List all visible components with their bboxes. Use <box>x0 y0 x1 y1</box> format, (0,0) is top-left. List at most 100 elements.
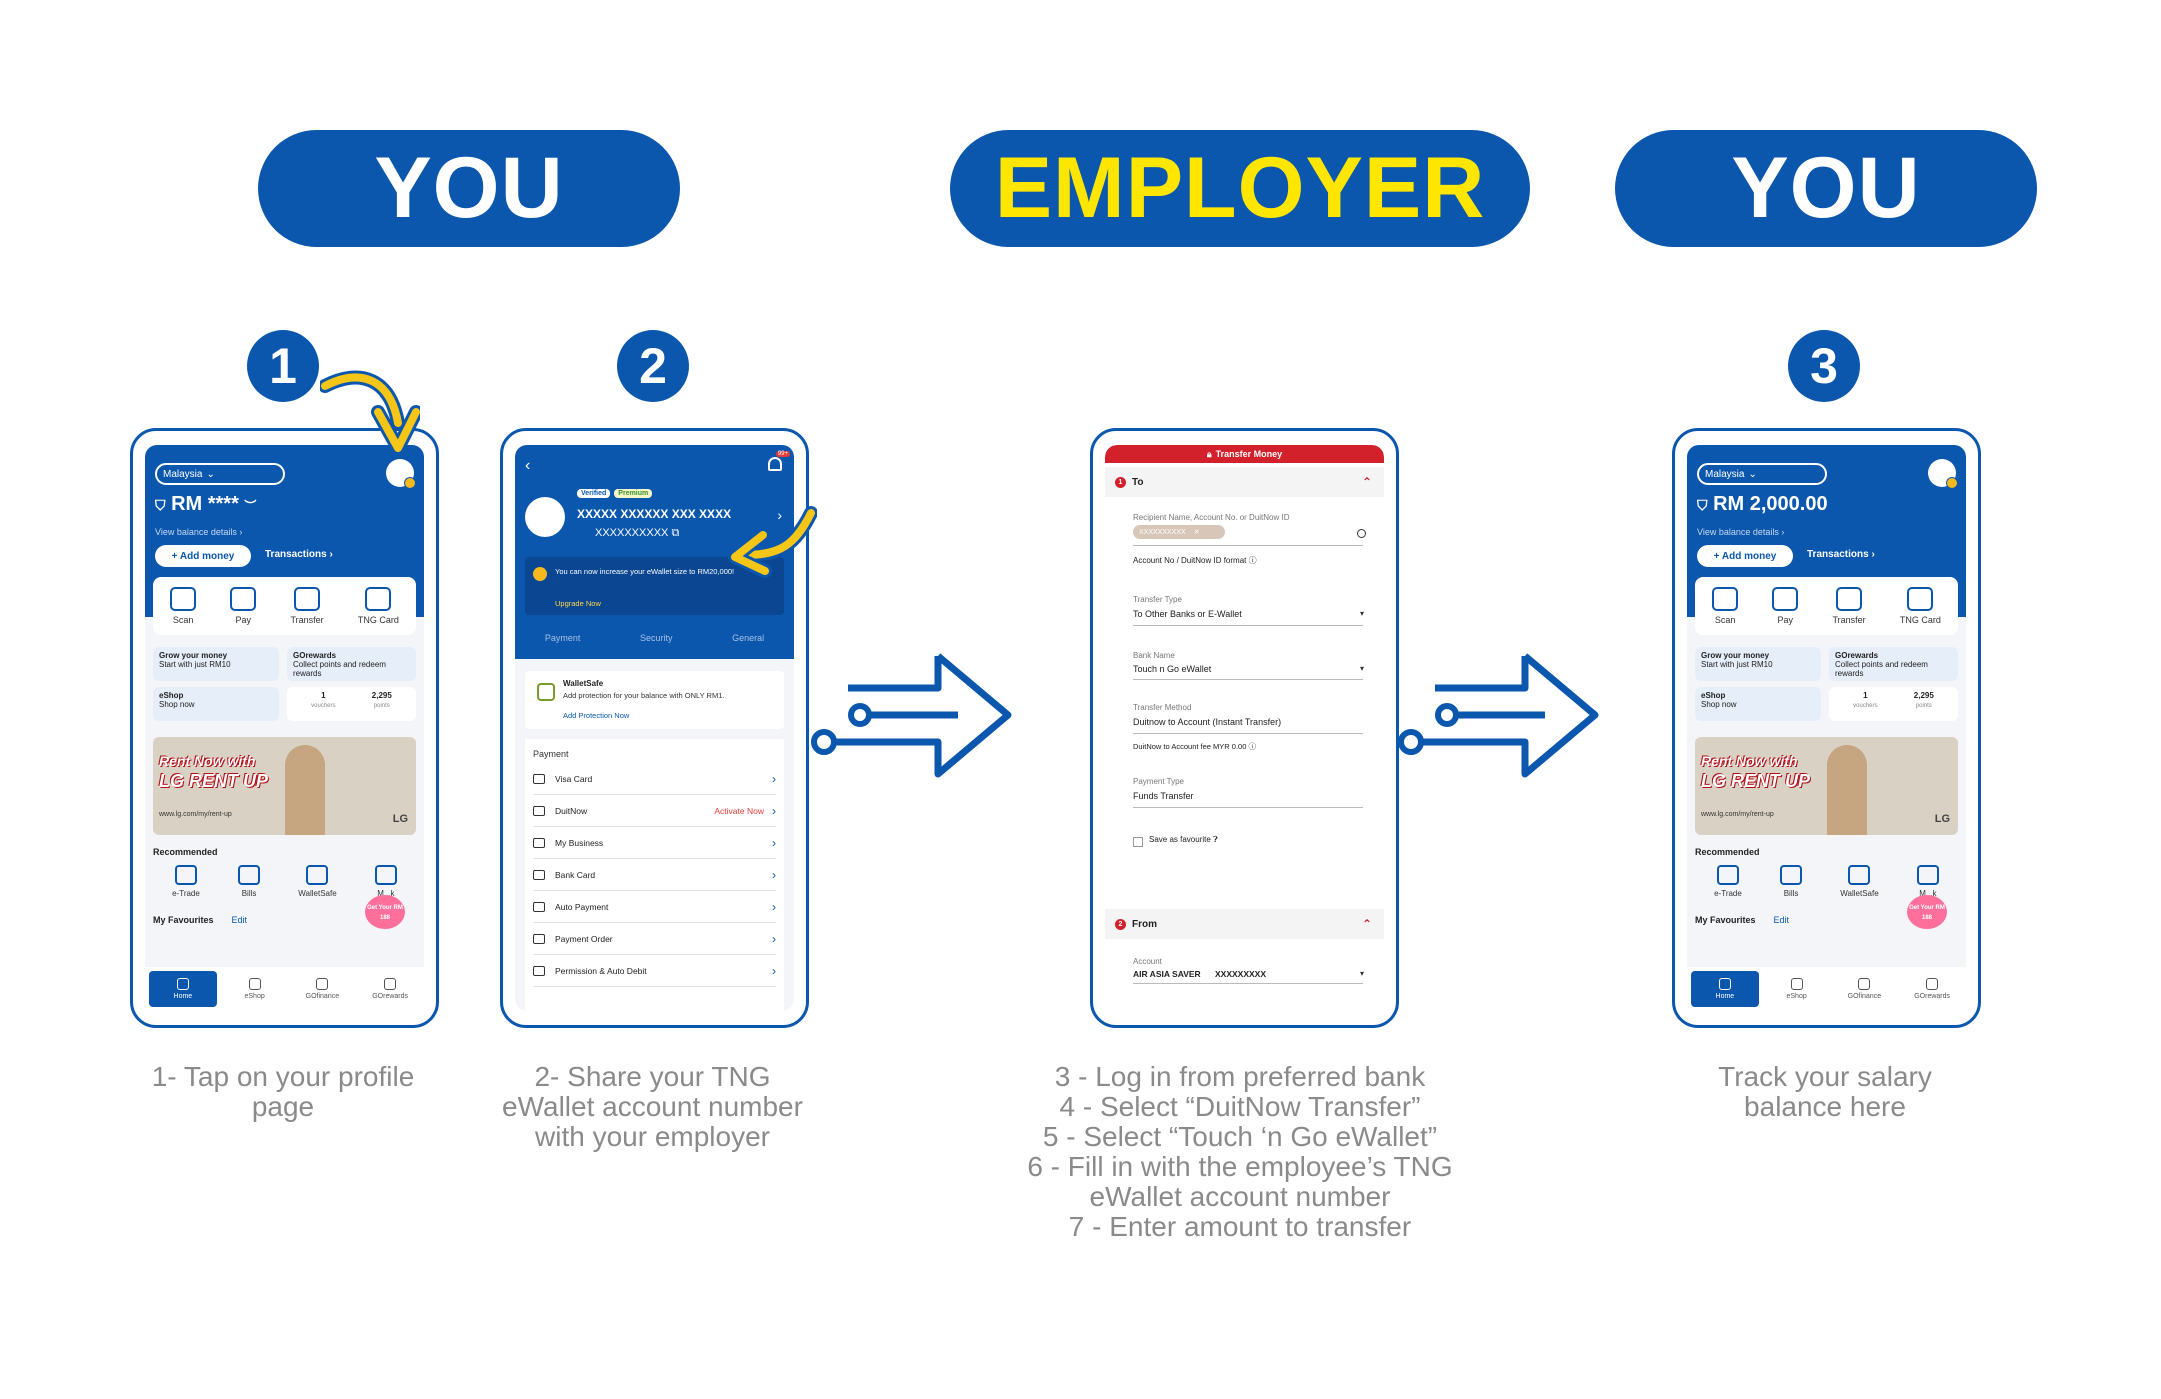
dropdown-caret-icon[interactable]: ▾ <box>1359 969 1364 978</box>
view-balance-link[interactable]: View balance details › <box>155 527 243 537</box>
nav-gorewards[interactable]: GOrewards <box>1898 967 1966 1011</box>
get-your-rm188-badge[interactable]: Get Your RM 188 <box>365 895 405 929</box>
lg-promo-banner[interactable]: Rent Now with LG RENT UP www.lg.com/my/r… <box>153 737 416 835</box>
tng-card-button[interactable]: TNG Card <box>358 587 399 625</box>
scan-button[interactable]: Scan <box>1712 587 1739 625</box>
profile-avatar-button[interactable] <box>1928 459 1958 489</box>
nav-gofinance[interactable]: GOfinance <box>289 967 357 1011</box>
visa-card-row[interactable]: Visa Card› <box>533 763 776 795</box>
country-selector[interactable]: Malaysia⌄ <box>1697 463 1827 485</box>
copy-icon[interactable]: ⧉ <box>671 527 680 539</box>
bills-button[interactable]: Bills <box>1780 865 1803 898</box>
account-name[interactable]: AIR ASIA SAVER <box>1133 969 1201 979</box>
transfer-header: 🔒︎Transfer Money <box>1105 445 1384 463</box>
transfer-type-value[interactable]: To Other Banks or E-Wallet <box>1133 609 1242 619</box>
country-selector[interactable]: Malaysia⌄ <box>155 463 285 485</box>
walletsafe-card[interactable]: WalletSafe Add protection for your balan… <box>525 671 784 729</box>
transfer-button[interactable]: Transfer <box>1832 587 1866 625</box>
walletsafe-button[interactable]: WalletSafe <box>298 865 337 898</box>
dropdown-caret-icon[interactable]: ▾ <box>1359 609 1364 618</box>
transactions-link[interactable]: Transactions › <box>265 549 333 560</box>
lg-promo-banner[interactable]: Rent Now with LG RENT UP www.lg.com/my/r… <box>1695 737 1958 835</box>
bell-icon[interactable]: 99+ <box>768 451 790 471</box>
caption-line: page <box>251 1091 315 1122</box>
bank-name-value[interactable]: Touch n Go eWallet <box>1133 664 1212 674</box>
caption-line: balance here <box>1744 1091 1906 1122</box>
more-rec-button[interactable]: M...k <box>374 865 397 898</box>
auto-payment-row[interactable]: Auto Payment› <box>533 891 776 923</box>
chevron-right-icon: › <box>772 803 776 818</box>
transfer-method-value[interactable]: Duitnow to Account (Instant Transfer) <box>1133 717 1282 727</box>
chevron-right-icon: › <box>772 771 776 786</box>
fee-row: DuitNow to Account fee MYR 0.00 ⓘ <box>1133 741 1256 752</box>
etrade-button[interactable]: e-Trade <box>1714 865 1742 898</box>
add-money-button[interactable]: + Add money <box>155 545 251 567</box>
get-your-rm188-badge[interactable]: Get Your RM 188 <box>1907 895 1947 929</box>
my-business-row[interactable]: My Business› <box>533 827 776 859</box>
tab-security[interactable]: Security <box>639 633 673 643</box>
balance-amount: ⛉ RM 2,000.00 <box>1697 493 1828 516</box>
bills-button[interactable]: Bills <box>238 865 261 898</box>
payment-order-row[interactable]: Payment Order› <box>533 923 776 955</box>
more-rec-button[interactable]: M...k <box>1916 865 1939 898</box>
tab-payment[interactable]: Payment <box>544 633 581 643</box>
edit-favourites-link[interactable]: Edit <box>231 915 248 925</box>
chevron-up-icon: ⌃ <box>1361 475 1372 489</box>
profile-avatar-button[interactable] <box>386 459 416 489</box>
info-icon[interactable]: ⓘ <box>1248 556 1257 565</box>
add-money-button[interactable]: + Add money <box>1697 545 1793 567</box>
tab-general[interactable]: General <box>732 633 765 643</box>
etrade-button[interactable]: e-Trade <box>172 865 200 898</box>
format-label: Account No / DuitNow ID format ⓘ <box>1133 555 1257 566</box>
transactions-link[interactable]: Transactions › <box>1807 549 1875 560</box>
save-favourite-checkbox[interactable] <box>1133 837 1143 847</box>
share-icon <box>533 933 545 944</box>
vouchers-count: 1 <box>321 691 326 700</box>
nav-eshop[interactable]: eShop <box>221 967 289 1011</box>
search-icon[interactable] <box>1357 529 1366 538</box>
upgrade-banner[interactable]: You can now increase your eWallet size t… <box>525 557 784 615</box>
chevron-right-icon[interactable]: › <box>777 507 782 523</box>
walletsafe-button[interactable]: WalletSafe <box>1840 865 1879 898</box>
bank-card-row[interactable]: Bank Card› <box>533 859 776 891</box>
nav-eshop[interactable]: eShop <box>1763 967 1831 1011</box>
payment-order-label: Payment Order <box>555 933 613 944</box>
permission-row[interactable]: Permission & Auto Debit› <box>533 955 776 987</box>
account-number[interactable]: XXXXXXXXX <box>1215 969 1267 979</box>
help-icon[interactable]: ❓︎ <box>1213 835 1218 844</box>
pay-button[interactable]: Pay <box>1772 587 1799 625</box>
payment-type-value[interactable]: Funds Transfer <box>1133 791 1194 801</box>
tng-card-button[interactable]: TNG Card <box>1900 587 1941 625</box>
edit-favourites-link[interactable]: Edit <box>1773 915 1790 925</box>
transfer-button[interactable]: Transfer <box>290 587 324 625</box>
recipient-chip[interactable]: XXXXXXXXXX✕ <box>1133 525 1225 539</box>
chevron-down-icon: ⌄ <box>206 468 215 480</box>
chart-icon <box>1716 865 1739 885</box>
back-arrow-icon[interactable]: ‹ <box>525 457 531 474</box>
dropdown-caret-icon[interactable]: ▾ <box>1359 664 1364 673</box>
pay-button[interactable]: Pay <box>230 587 257 625</box>
scan-button[interactable]: Scan <box>170 587 197 625</box>
info-icon[interactable]: ⓘ <box>1248 742 1256 751</box>
nav-home[interactable]: Home <box>149 971 217 1007</box>
close-icon[interactable]: ✕ <box>1193 529 1200 536</box>
upgrade-link[interactable]: Upgrade Now <box>555 599 601 608</box>
nav-home[interactable]: Home <box>1691 971 1759 1007</box>
nav-gorewards-label: GOrewards <box>372 993 409 1000</box>
nav-gofinance[interactable]: GOfinance <box>1831 967 1899 1011</box>
eye-closed-icon[interactable]: ︶ <box>244 499 257 513</box>
view-balance-link[interactable]: View balance details › <box>1697 527 1785 537</box>
add-protection-link[interactable]: Add Protection Now <box>563 711 630 720</box>
nav-gorewards[interactable]: GOrewards <box>356 967 424 1011</box>
